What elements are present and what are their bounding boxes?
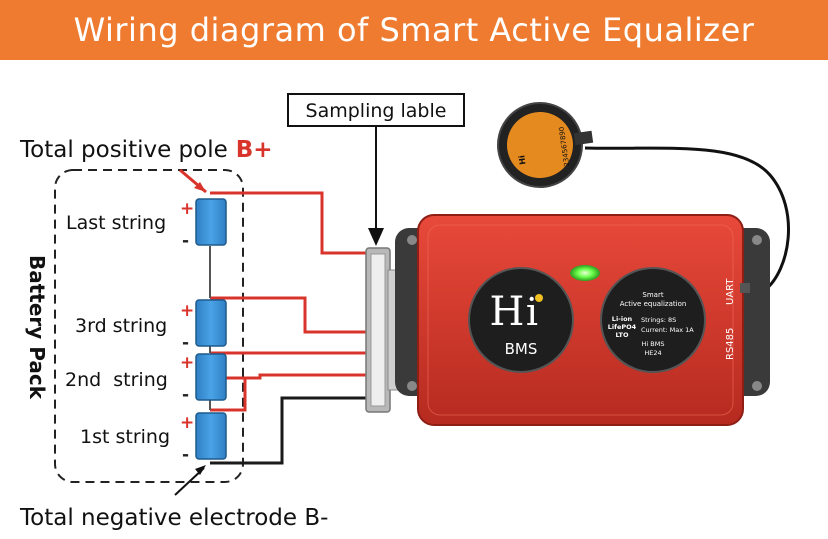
bt-cable xyxy=(584,146,790,292)
cell-2nd xyxy=(195,353,227,401)
chem-1: Li-ion xyxy=(612,315,633,323)
wire-1st xyxy=(210,378,247,412)
device-body xyxy=(417,214,744,426)
logo-text: BMS xyxy=(505,340,538,358)
string-label-last: Last string xyxy=(66,212,166,234)
chem-3: LTO xyxy=(615,331,628,339)
bt-module: Hi 234567890 xyxy=(497,102,594,188)
spec-brand: Hi BMS xyxy=(642,340,665,348)
cell-last xyxy=(195,198,227,246)
strings-spec: Strings: 8S xyxy=(641,316,676,324)
sampling-cable-box xyxy=(287,93,465,127)
plus-1st: + xyxy=(180,413,194,433)
spec-model: HE24 xyxy=(644,349,661,357)
spec-title: Smart xyxy=(642,291,663,299)
equalizer-device: H i BMS Smart Active equalization Li-ion… xyxy=(395,214,770,426)
logo-disc xyxy=(468,267,574,373)
wire-b-minus xyxy=(210,396,368,465)
minus-2nd: - xyxy=(182,385,189,405)
page-title: Wiring diagram of Smart Active Equalizer xyxy=(73,11,755,49)
port-rs485-label: RS485 xyxy=(725,328,736,360)
minus-1st: - xyxy=(182,445,189,465)
minus-last: - xyxy=(182,231,189,251)
wire-2nd-b xyxy=(210,373,368,380)
total-negative-label: Total negative electrode B- xyxy=(19,505,328,531)
string-label-1st: 1st string xyxy=(80,426,170,448)
battery-pack-outline xyxy=(54,169,244,483)
cell-3rd xyxy=(195,299,227,347)
logo-i-icon: i xyxy=(526,290,538,334)
battery-pack-label: Battery Pack xyxy=(25,255,49,400)
wires xyxy=(209,191,368,465)
minus-3rd: - xyxy=(182,333,189,353)
bt-logo-icon: Hi xyxy=(517,154,527,165)
plus-2nd: + xyxy=(180,353,194,373)
spec-subtitle: Active equalization xyxy=(620,300,687,308)
uart-port xyxy=(740,283,750,293)
spec-disc xyxy=(600,267,706,373)
current-spec: Current: Max 1A xyxy=(641,326,694,334)
title-bar: Wiring diagram of Smart Active Equalizer xyxy=(0,0,828,60)
battery-cells xyxy=(195,198,227,460)
chem-2: LifePO4 xyxy=(608,323,637,331)
cell-1st xyxy=(195,412,227,460)
status-led xyxy=(570,265,600,281)
bt-module-face xyxy=(507,112,573,178)
wire-b-plus xyxy=(210,191,368,255)
port-uart-label: UART xyxy=(725,278,736,305)
sampling-cable-label: Sampling lable xyxy=(306,100,447,122)
string-label-2nd: 2nd string xyxy=(65,369,168,391)
string-label-3rd: 3rd string xyxy=(75,315,167,337)
wire-3rd xyxy=(210,296,368,334)
logo-h-icon: H xyxy=(490,289,525,335)
plus-last: + xyxy=(180,199,194,219)
plus-3rd: + xyxy=(180,301,194,321)
